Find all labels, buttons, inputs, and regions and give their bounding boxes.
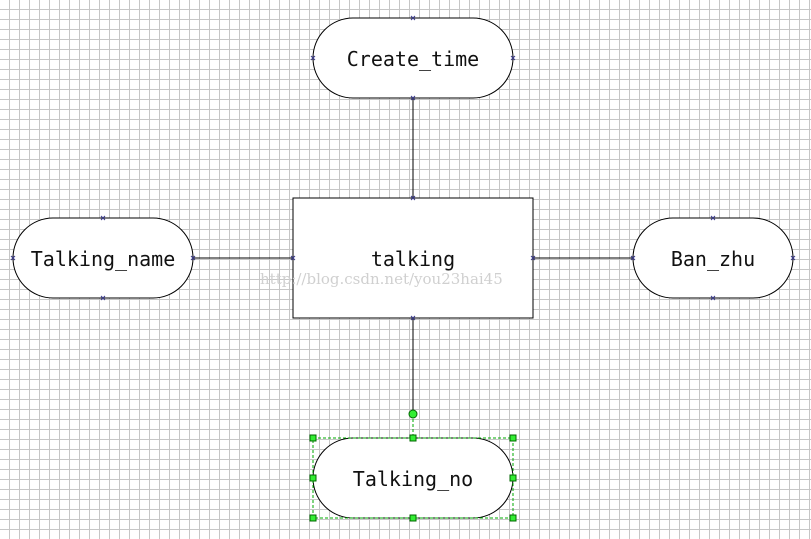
connection-point-marker (410, 15, 416, 21)
connection-point-marker (510, 55, 516, 61)
connection-point-marker (290, 255, 296, 261)
watermark-text: http://blog.csdn.net/you23hai45 (260, 270, 503, 288)
resize-handle[interactable] (309, 474, 317, 482)
attribute-ban-zhu[interactable]: Ban_zhu (632, 217, 794, 299)
connection-point-marker (190, 255, 196, 261)
resize-handle[interactable] (409, 434, 417, 442)
connection-point-marker (710, 295, 716, 301)
resize-handle[interactable] (309, 514, 317, 522)
connection-point-marker (410, 195, 416, 201)
attribute-talking-name[interactable]: Talking_name (12, 217, 194, 299)
resize-handle[interactable] (509, 514, 517, 522)
attribute-label-ban-zhu: Ban_zhu (671, 247, 755, 271)
connection-point-marker (410, 315, 416, 321)
entity-label: talking (371, 247, 455, 271)
entity-talking[interactable]: talking (292, 197, 534, 319)
resize-handle[interactable] (509, 474, 517, 482)
connector-endpoint-handle[interactable] (408, 409, 418, 419)
resize-handle[interactable] (309, 434, 317, 442)
connection-point-marker (410, 95, 416, 101)
attribute-talking-no[interactable]: Talking_no (312, 437, 514, 519)
attribute-create-time[interactable]: Create_time (312, 17, 514, 99)
attribute-label-talking-name: Talking_name (31, 247, 176, 271)
connection-point-marker (10, 255, 16, 261)
attribute-label-create-time: Create_time (347, 47, 479, 71)
connection-point-marker (530, 255, 536, 261)
connection-point-marker (100, 295, 106, 301)
connection-point-marker (310, 55, 316, 61)
connection-point-marker (100, 215, 106, 221)
resize-handle[interactable] (409, 514, 417, 522)
connection-point-marker (710, 215, 716, 221)
connection-point-marker (790, 255, 796, 261)
entity-box[interactable] (292, 197, 534, 319)
resize-handle[interactable] (509, 434, 517, 442)
connection-point-marker (630, 255, 636, 261)
connection-points (10, 15, 796, 321)
selection-overlay (309, 409, 517, 522)
attribute-label-talking-no: Talking_no (353, 467, 473, 491)
